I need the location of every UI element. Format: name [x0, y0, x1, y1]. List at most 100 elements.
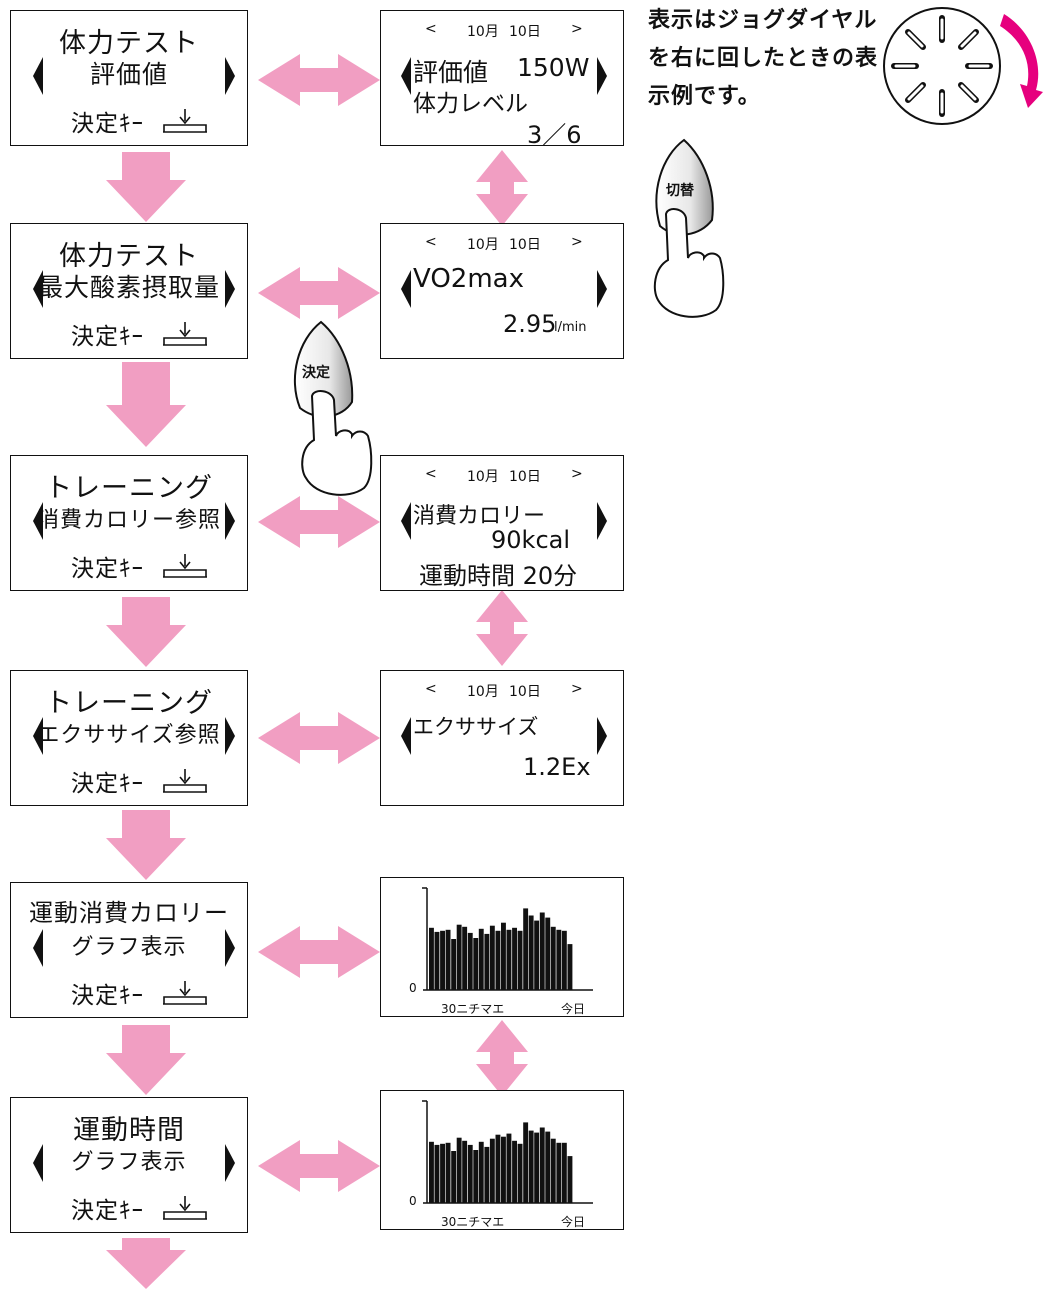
date-month: 10月	[467, 234, 499, 254]
menu-title: トレーニング	[11, 466, 247, 505]
left-triangle-icon	[33, 929, 43, 967]
date-next[interactable]: >	[571, 21, 583, 37]
bar	[446, 930, 451, 990]
date-prev[interactable]: <	[425, 466, 437, 482]
date-day: 10日	[509, 234, 541, 254]
date-day: 10日	[509, 681, 541, 701]
down-arrow-5	[106, 1025, 186, 1095]
vdouble-arrow-3	[476, 1020, 528, 1096]
x-start-label: 30ニチマエ	[441, 1213, 504, 1230]
down-arrow-1	[106, 152, 186, 222]
vdouble-arrow-1	[476, 150, 528, 226]
vo2-value: 2.95	[503, 310, 556, 338]
menu-title: 運動消費カロリー	[11, 893, 247, 928]
bar	[468, 1145, 473, 1203]
right-triangle-icon	[225, 929, 235, 967]
bar	[484, 934, 489, 990]
right-triangle-icon	[597, 717, 607, 755]
enter-finger-illustration	[295, 322, 371, 495]
date-next[interactable]: >	[571, 466, 583, 482]
bar	[556, 930, 561, 990]
menu-subtitle: 最大酸素摂取量	[11, 268, 247, 304]
bar	[545, 918, 550, 990]
menu-box-exercise[interactable]: トレーニング エクササイズ参照 決定ｷｰ	[10, 670, 248, 806]
date-prev[interactable]: <	[425, 681, 437, 697]
left-triangle-icon	[401, 502, 411, 540]
left-triangle-icon	[33, 717, 43, 755]
eval-level-label: 体力レベル	[413, 84, 528, 118]
eval-level-value: 3／6	[527, 115, 582, 150]
bar	[429, 928, 434, 990]
date-day: 10日	[509, 21, 541, 41]
enter-key-icon	[161, 767, 209, 797]
menu-subtitle: グラフ表示	[11, 1144, 247, 1176]
bar	[540, 913, 545, 991]
bar	[534, 921, 539, 990]
x-start-label: 30ニチマエ	[441, 1000, 504, 1017]
left-triangle-icon	[33, 1144, 43, 1182]
date-prev[interactable]: <	[425, 21, 437, 37]
bar	[490, 1139, 495, 1203]
enter-key-icon	[161, 552, 209, 582]
date-next[interactable]: >	[571, 234, 583, 250]
bar	[512, 1141, 517, 1203]
bar	[568, 944, 573, 990]
bar	[551, 1139, 556, 1203]
hdouble-arrow-4	[258, 712, 380, 764]
bar	[429, 1142, 434, 1203]
right-triangle-icon	[597, 57, 607, 95]
enter-key-label: 決定ｷｰ	[71, 317, 144, 351]
menu-box-time-graph[interactable]: 運動時間 グラフ表示 決定ｷｰ	[10, 1097, 248, 1233]
display-calorie-graph: 0 30ニチマエ 今日	[380, 877, 624, 1017]
bar	[496, 931, 501, 990]
date-next[interactable]: >	[571, 681, 583, 697]
date-prev[interactable]: <	[425, 234, 437, 250]
switch-finger-illustration	[655, 140, 723, 317]
enter-key-label: 決定ｷｰ	[71, 764, 144, 798]
right-triangle-icon	[597, 270, 607, 308]
bar	[507, 1134, 512, 1203]
vo2-label: VO2max	[413, 264, 524, 294]
menu-box-vo2max[interactable]: 体力テスト 最大酸素摂取量 決定ｷｰ	[10, 223, 248, 359]
bar	[540, 1128, 545, 1204]
left-triangle-icon	[401, 270, 411, 308]
display-exercise: < 10月 10日 > エクササイズ 1.2Ex	[380, 670, 624, 806]
display-vo2max: < 10月 10日 > VO2max 2.95 l/min	[380, 223, 624, 359]
down-arrow-4	[106, 810, 186, 880]
left-triangle-icon	[401, 717, 411, 755]
hdouble-arrow-6	[258, 1140, 380, 1192]
bar	[562, 1143, 567, 1203]
bar	[457, 1138, 462, 1203]
menu-box-calorie-graph[interactable]: 運動消費カロリー グラフ表示 決定ｷｰ	[10, 882, 248, 1018]
menu-subtitle: 消費カロリー参照	[11, 502, 247, 534]
bar	[496, 1135, 501, 1203]
menu-title: トレーニング	[11, 681, 247, 720]
date-day: 10日	[509, 466, 541, 486]
bar	[451, 1151, 456, 1203]
y-zero-label: 0	[409, 1194, 417, 1208]
bar	[523, 1122, 528, 1203]
hdouble-arrow-3	[258, 496, 380, 548]
bar	[529, 916, 534, 991]
menu-box-eval[interactable]: 体力テスト 評価値 決定ｷｰ	[10, 10, 248, 146]
bar	[551, 927, 556, 990]
enter-key-label: 決定ｷｰ	[71, 1191, 144, 1225]
left-triangle-icon	[401, 57, 411, 95]
bar	[468, 933, 473, 990]
menu-title: 運動時間	[11, 1108, 247, 1147]
menu-box-calorie[interactable]: トレーニング 消費カロリー参照 決定ｷｰ	[10, 455, 248, 591]
bar	[518, 931, 523, 990]
bar	[484, 1147, 489, 1203]
right-triangle-icon	[225, 270, 235, 308]
right-triangle-icon	[225, 717, 235, 755]
bar	[440, 1144, 445, 1203]
hdouble-arrow-5	[258, 926, 380, 978]
bar	[568, 1156, 573, 1203]
bar	[435, 932, 440, 990]
right-triangle-icon	[225, 502, 235, 540]
calorie-value: 90kcal	[491, 526, 570, 554]
bar	[501, 1137, 506, 1203]
right-triangle-icon	[225, 57, 235, 95]
enter-key-icon	[161, 107, 209, 137]
vdouble-arrow-2	[476, 590, 528, 666]
